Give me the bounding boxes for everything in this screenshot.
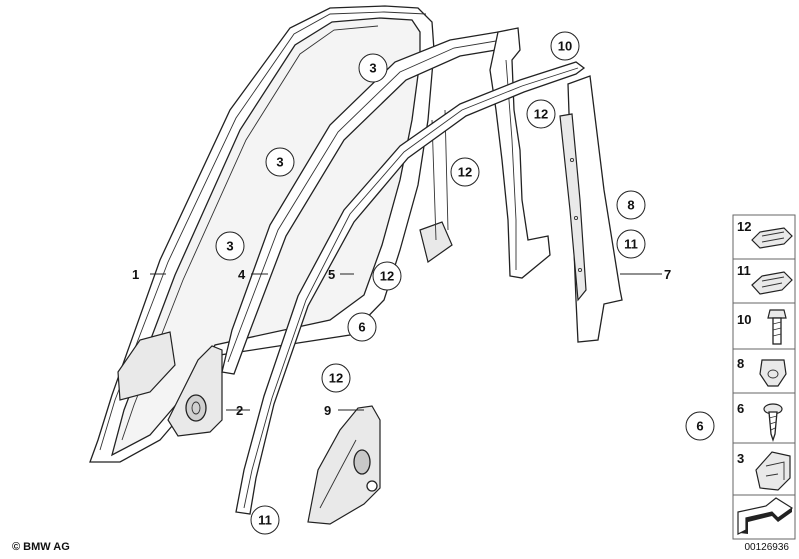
fastener-row-arrow	[732, 494, 796, 540]
callout-12a: 12	[526, 99, 556, 129]
nut-icon	[759, 359, 787, 387]
svg-text:10: 10	[558, 39, 572, 54]
fastener-row-11: 11	[732, 258, 796, 304]
callout-3a: 3	[358, 53, 388, 83]
svg-text:3: 3	[737, 451, 744, 466]
callout-11b: 11	[250, 505, 280, 535]
svg-text:6: 6	[696, 419, 703, 434]
callout-6a: 6	[347, 312, 377, 342]
leader-lines	[150, 273, 662, 411]
fastener-row-10: 10	[732, 302, 796, 350]
fastener-row-8: 8	[732, 348, 796, 394]
part-9-inner-mirror-trim	[307, 405, 381, 525]
part-label-5: 5	[328, 267, 335, 282]
part-5-window-seal	[235, 61, 586, 515]
fastener-row-3: 3	[732, 442, 796, 496]
clip-icon	[755, 451, 791, 491]
callout-12b: 12	[450, 157, 480, 187]
svg-text:11: 11	[737, 263, 751, 278]
part-label-9: 9	[324, 403, 331, 418]
clip-icon	[751, 271, 793, 295]
part-label-4: 4	[238, 267, 246, 282]
part-numbers: 1 2 4 5 7 9	[132, 267, 671, 418]
clip-icon	[751, 227, 793, 249]
svg-text:8: 8	[737, 356, 744, 371]
part-label-1: 1	[132, 267, 139, 282]
svg-text:6: 6	[737, 401, 744, 416]
fastener-row-12: 12	[732, 214, 796, 260]
svg-text:12: 12	[534, 107, 548, 122]
callout-12c: 12	[372, 261, 402, 291]
svg-text:11: 11	[258, 513, 272, 528]
circled-references: 3 3 3 10 12 12 12 12 8 11 11 6 6	[215, 31, 715, 535]
callout-12d: 12	[321, 363, 351, 393]
callout-8: 8	[616, 190, 646, 220]
diagram-number: 00126936	[744, 542, 790, 553]
bolt-icon	[767, 309, 787, 345]
part-label-7: 7	[664, 267, 671, 282]
fastener-row-6: 6	[732, 392, 796, 444]
copyright: © BMW AG	[12, 541, 70, 553]
screw-icon	[763, 403, 783, 443]
svg-text:8: 8	[627, 198, 634, 213]
callout-10: 10	[550, 31, 580, 61]
callout-3c: 3	[215, 231, 245, 261]
part-label-2: 2	[236, 403, 243, 418]
fastener-panel: 12 11 10 8	[732, 214, 796, 540]
svg-text:3: 3	[276, 155, 283, 170]
svg-text:12: 12	[737, 219, 751, 234]
svg-text:3: 3	[226, 239, 233, 254]
callout-6b: 6	[685, 411, 715, 441]
part-2-mirror-cover	[167, 345, 223, 437]
callout-11a: 11	[616, 229, 646, 259]
svg-text:12: 12	[329, 371, 343, 386]
svg-text:3: 3	[369, 61, 376, 76]
part-7-pillar-trim	[559, 75, 623, 343]
svg-text:11: 11	[624, 237, 638, 252]
arrow-icon	[737, 497, 794, 535]
svg-text:12: 12	[458, 165, 472, 180]
svg-text:6: 6	[358, 320, 365, 335]
svg-text:12: 12	[380, 269, 394, 284]
svg-text:10: 10	[737, 312, 751, 327]
callout-3b: 3	[265, 147, 295, 177]
